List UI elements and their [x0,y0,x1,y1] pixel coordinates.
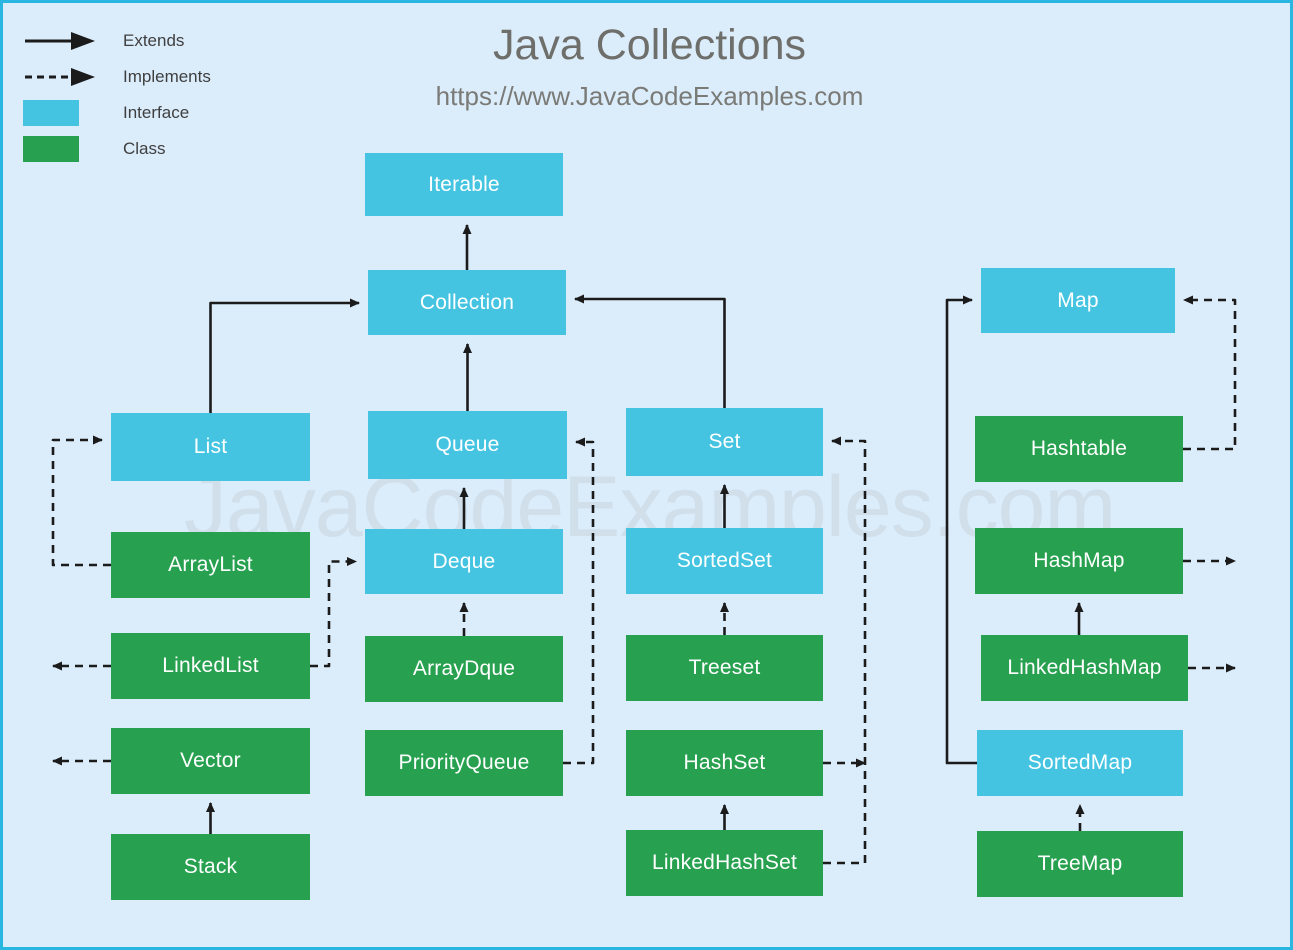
node-linkedhashset[interactable]: LinkedHashSet [626,830,823,896]
node-label: HashSet [683,751,766,774]
legend-label-implements: Implements [123,67,211,86]
solid-arrow-icon [23,28,99,54]
node-label: Stack [183,855,238,878]
node-list[interactable]: List [111,413,310,481]
node-label: LinkedHashMap [1007,656,1162,679]
page-subtitle: https://www.JavaCodeExamples.com [435,81,864,111]
edge-list-to-collection-extends [209,298,360,413]
legend-item-extends: Extends [23,23,211,59]
node-label: LinkedHashSet [651,851,798,874]
node-linkedhashmap[interactable]: LinkedHashMap [981,635,1188,701]
legend-label-class: Class [123,139,166,158]
node-label: List [193,435,228,458]
node-label: Collection [419,290,515,314]
node-label: ArrayList [168,553,253,576]
node-treemap[interactable]: TreeMap [977,831,1183,897]
node-label: Hashtable [1030,437,1128,460]
legend-label-extends: Extends [123,31,185,50]
interface-swatch-icon [23,100,99,126]
node-linkedlist[interactable]: LinkedList [111,633,310,699]
node-hashtable[interactable]: Hashtable [975,416,1183,482]
node-label: ArrayDque [412,657,516,680]
node-label: Deque [432,549,496,573]
legend-item-class: Class [23,131,211,167]
node-arraydque[interactable]: ArrayDque [365,636,563,702]
node-label: Set [708,430,741,453]
dashed-arrow-icon [23,64,99,90]
class-swatch-icon [23,136,99,162]
node-sortedmap[interactable]: SortedMap [977,730,1183,796]
node-label: LinkedList [162,654,259,677]
node-arraylist[interactable]: ArrayList [111,532,310,598]
node-hashmap[interactable]: HashMap [975,528,1183,594]
node-label: Treeset [688,656,761,679]
node-sortedset[interactable]: SortedSet [626,528,823,594]
node-label: PriorityQueue [398,751,530,774]
node-label: Iterable [428,172,500,196]
node-vector[interactable]: Vector [111,728,310,794]
legend-item-interface: Interface [23,95,211,131]
legend: Extends Implements Interface Class [23,23,211,167]
node-set[interactable]: Set [626,408,823,476]
node-queue[interactable]: Queue [368,411,567,479]
node-collection[interactable]: Collection [368,270,566,335]
edge-hashtable-to-map-implements [1183,295,1237,451]
node-deque[interactable]: Deque [365,529,563,594]
node-treeset[interactable]: Treeset [626,635,823,701]
node-label: Map [1057,288,1099,312]
node-map[interactable]: Map [981,268,1175,333]
node-stack[interactable]: Stack [111,834,310,900]
edge-set-to-collection-extends [574,294,726,408]
legend-item-implements: Implements [23,59,211,95]
legend-label-interface: Interface [123,103,190,122]
page-title: Java Collections [492,21,807,69]
node-label: SortedMap [1027,751,1133,774]
node-iterable[interactable]: Iterable [365,153,563,216]
node-label: Queue [435,433,500,456]
node-label: Vector [180,749,241,772]
edge-linkedlist-to-deque-implements [310,557,357,668]
node-priorityqueue[interactable]: PriorityQueue [365,730,563,796]
node-label: TreeMap [1037,852,1123,875]
node-hashset[interactable]: HashSet [626,730,823,796]
node-label: SortedSet [676,549,773,572]
node-label: HashMap [1033,549,1125,572]
